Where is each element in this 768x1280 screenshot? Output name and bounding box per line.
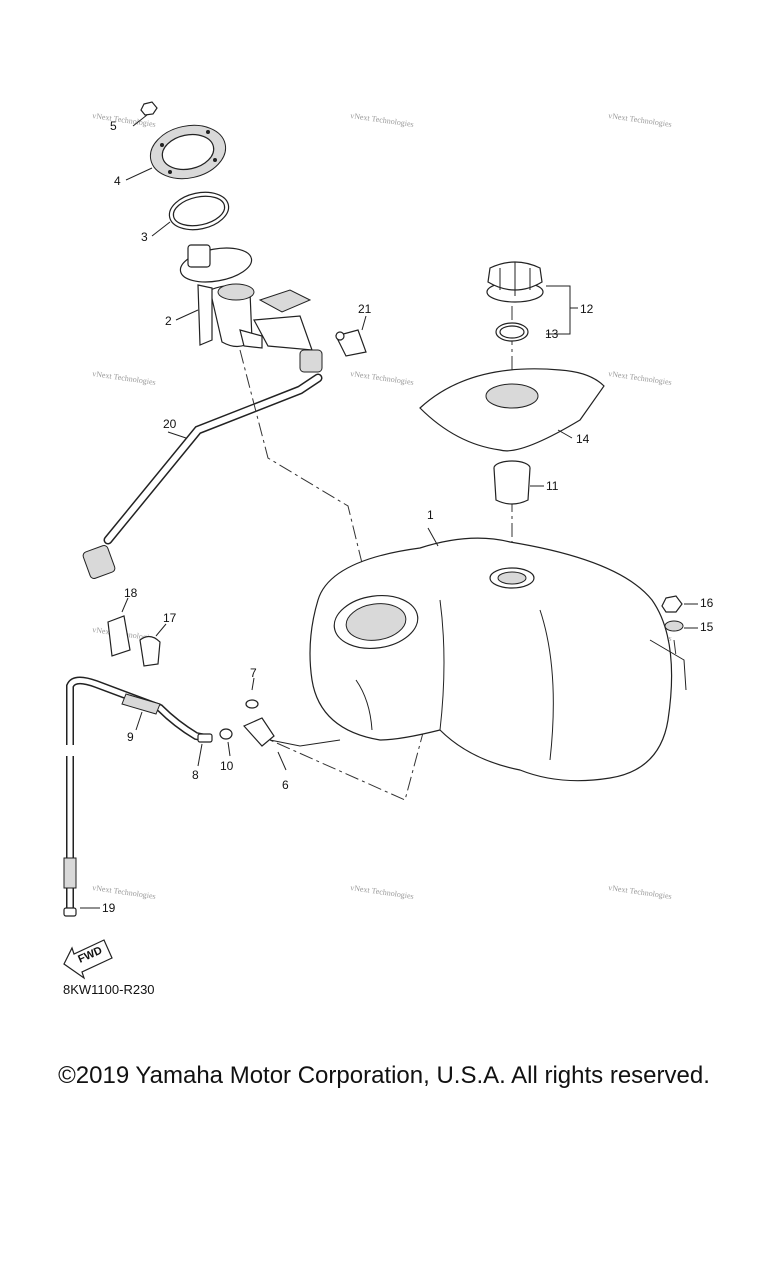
- watermarks: vNext Technologies vNext Technologies vN…: [92, 111, 673, 901]
- label-part-5: 5: [110, 119, 117, 133]
- label-part-11: 11: [546, 479, 559, 493]
- label-part-2: 2: [165, 314, 172, 328]
- label-part-15: 15: [700, 620, 714, 634]
- part-21-bracket: [335, 315, 367, 357]
- label-part-12: 12: [580, 302, 594, 316]
- diagram-code: 8KW1100-R230: [63, 982, 155, 997]
- part-19-drain-hose: [63, 756, 100, 917]
- part-5-nut: [132, 101, 158, 127]
- part-3-gasket: [151, 191, 230, 237]
- watermark: vNext Technologies: [350, 111, 415, 129]
- label-part-1: 1: [427, 508, 434, 522]
- part-17-clamp: [139, 623, 167, 667]
- part-18-clamp: [107, 597, 131, 657]
- part-2-fuel-pump: [175, 244, 323, 373]
- part-8-hose-end: [197, 733, 213, 767]
- watermark: vNext Technologies: [350, 369, 415, 387]
- part-13-ring: [495, 322, 529, 342]
- label-part-18: 18: [124, 586, 138, 600]
- label-part-19: 19: [102, 901, 116, 915]
- part-10-clip: [219, 728, 233, 757]
- label-part-8: 8: [192, 768, 199, 782]
- part-11-filler-neck: [493, 460, 544, 505]
- fuel-tank-parts-diagram: vNext Technologies vNext Technologies vN…: [63, 101, 714, 980]
- label-part-3: 3: [141, 230, 148, 244]
- label-part-10: 10: [220, 759, 234, 773]
- watermark: vNext Technologies: [92, 369, 157, 387]
- part-7-bolt: [245, 677, 259, 709]
- label-part-14: 14: [576, 432, 590, 446]
- watermark: vNext Technologies: [608, 369, 673, 387]
- watermark: vNext Technologies: [608, 111, 673, 129]
- label-part-21: 21: [358, 302, 372, 316]
- part-1-fuel-tank: [309, 527, 687, 782]
- watermark: vNext Technologies: [92, 883, 157, 901]
- label-part-6: 6: [282, 778, 289, 792]
- label-part-13: 13: [545, 327, 559, 341]
- part-labels: 1 2 3 4 5 6 7 8 9 10 11 12 13 14 15 16 1…: [102, 119, 714, 915]
- label-part-9: 9: [127, 730, 134, 744]
- watermark: vNext Technologies: [350, 883, 415, 901]
- label-part-20: 20: [163, 417, 177, 431]
- watermark: vNext Technologies: [608, 883, 673, 901]
- part-14-tank-cover: [419, 368, 605, 452]
- fwd-arrow-icon: FWD: [63, 939, 113, 980]
- label-part-7: 7: [250, 666, 257, 680]
- label-part-4: 4: [114, 174, 121, 188]
- part-9-hose: [66, 676, 207, 745]
- part-4-retaining-plate: [125, 124, 227, 181]
- copyright-text: ©2019 Yamaha Motor Corporation, U.S.A. A…: [58, 1062, 710, 1089]
- label-part-16: 16: [700, 596, 714, 610]
- label-part-17: 17: [163, 611, 177, 625]
- part-15-washer: [664, 620, 698, 632]
- part-16-nut: [661, 595, 698, 613]
- part-20-hose: [82, 373, 323, 579]
- part-6-fuel-cock: [243, 717, 341, 771]
- part-12-fuel-cap: [486, 261, 578, 335]
